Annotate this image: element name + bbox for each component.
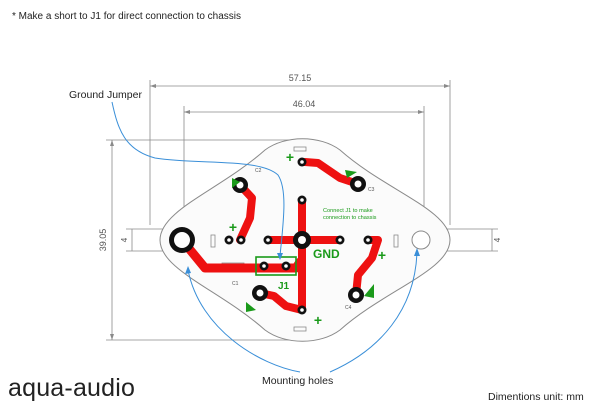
ref-c2: C2 [255,168,262,174]
dim-height: 39.05 [98,229,108,252]
dim-left-small: 4 [120,237,129,242]
ref-c1: C1 [232,281,239,287]
silk-text: + + + + GND J1 Connect J1 to make connec… [229,149,386,328]
polarity-markers [232,170,374,312]
component-refs: C2 C3 C4 C1 [232,168,375,311]
j1-label: J1 [278,281,290,292]
gnd-label: GND [313,247,340,261]
pads [169,157,431,315]
units-note: Dimentions unit: mm [488,391,584,403]
brand-logo-text: aqua-audio [8,374,136,402]
leader-lines [111,101,418,373]
plus-c2: + [229,219,237,235]
plus-c4: + [378,247,386,263]
plus-c1: + [314,312,322,328]
ref-c3: C3 [368,187,375,193]
dimension-arrows [110,84,450,340]
connect-note-line2: connection to chassis [323,215,377,221]
j1-outline [255,256,297,276]
ref-c4: C4 [345,305,352,311]
dim-overall-width: 57.15 [289,73,312,83]
mounting-holes-label: Mounting holes [262,375,334,387]
top-note: * Make a short to J1 for direct connecti… [12,11,241,22]
connect-note-line1: Connect J1 to make [323,208,373,214]
dimension-lines [106,80,498,341]
dim-hole-spacing: 46.04 [293,99,316,109]
dim-right-small: 4 [493,237,502,242]
plus-c3: + [286,149,294,165]
leader-arrows [185,248,420,274]
ground-jumper-label: Ground Jumper [69,89,142,101]
